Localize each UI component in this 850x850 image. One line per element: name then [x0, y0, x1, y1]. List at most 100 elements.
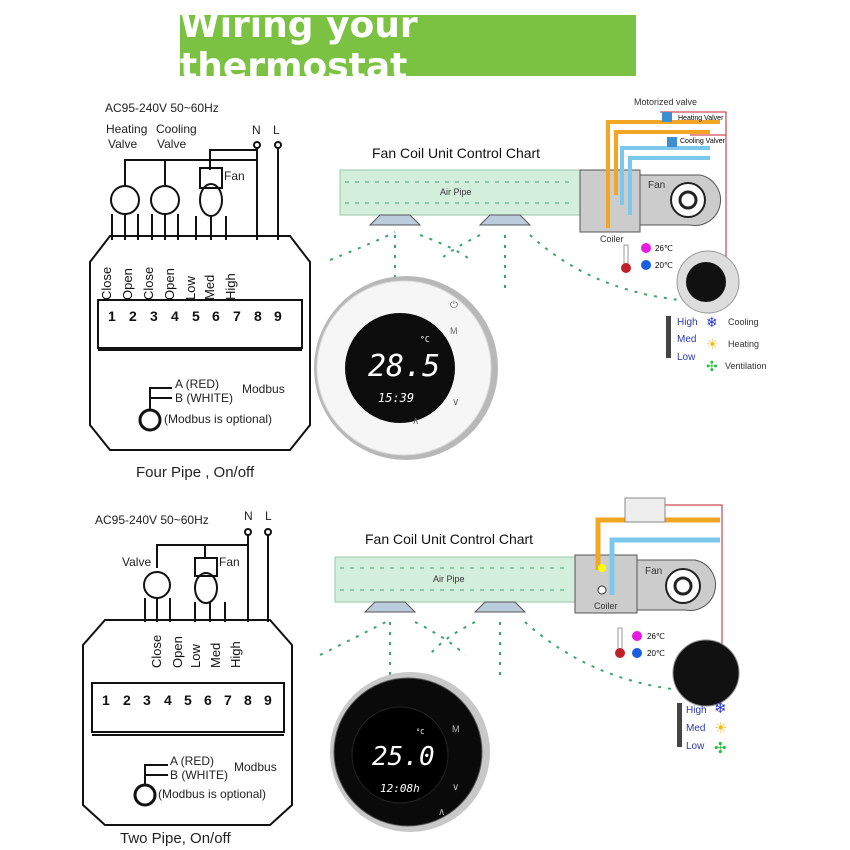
- coil-unit: [574, 554, 638, 614]
- thermostat-black: 25.0 °C 12:08h M ∨ ∧: [330, 672, 490, 832]
- menu-button[interactable]: M: [452, 724, 460, 734]
- terminal-number: 2: [123, 692, 131, 708]
- terminal-label: High: [228, 641, 243, 668]
- terminal-label: Open: [170, 636, 185, 668]
- terminal-number: 5: [184, 692, 192, 708]
- mini-thermostat: [672, 639, 740, 707]
- ventilation-icon: ✣: [706, 358, 718, 374]
- menu-button[interactable]: M: [450, 326, 458, 336]
- modbus-a: A (RED): [170, 754, 214, 768]
- terminal-number: 7: [224, 692, 232, 708]
- terminal-number: 4: [171, 308, 179, 324]
- terminal-label: Close: [149, 635, 164, 668]
- cooling-valve-label-2: Valve: [157, 137, 186, 151]
- down-button[interactable]: ∨: [452, 782, 459, 793]
- modbus-label: Modbus: [242, 382, 285, 396]
- neutral-label: N: [252, 123, 261, 137]
- speed-med: Med: [686, 723, 705, 734]
- modbus-b: B (WHITE): [175, 391, 233, 405]
- hot-temp: 26℃: [655, 244, 673, 253]
- cooling-valve-tag: Cooling Valver: [680, 138, 726, 145]
- airflow-arrows: [329, 231, 681, 301]
- cold-temp: 20℃: [655, 261, 673, 270]
- display-time: 12:08h: [380, 782, 420, 795]
- modbus-note: (Modbus is optional): [158, 787, 266, 801]
- fan-unit-label: Fan: [645, 566, 662, 577]
- terminal-number: 2: [129, 308, 137, 324]
- panel-two-pipe: AC95-240V 50~60Hz N L Valve Fan Close Op…: [82, 497, 740, 847]
- speed-low: Low: [677, 352, 696, 363]
- thermometer-icon: [617, 627, 623, 651]
- speed-bar: [666, 316, 671, 358]
- up-button[interactable]: ∧: [412, 416, 419, 427]
- valve-label: Valve: [122, 555, 151, 569]
- up-button[interactable]: ∧: [438, 807, 445, 818]
- hot-dot: [641, 243, 651, 253]
- control-wire: [660, 504, 723, 660]
- cold-dot: [632, 648, 642, 658]
- live-label: L: [265, 509, 272, 523]
- heating-valve-icon: [662, 112, 672, 122]
- terminal-number: 3: [143, 692, 151, 708]
- airflow-arrows: [319, 619, 681, 691]
- water-pipes: [595, 517, 720, 595]
- heating-valve-tag: Heating Valver: [678, 115, 724, 122]
- heating-valve-label: Heating: [106, 122, 147, 136]
- modbus-note: (Modbus is optional): [164, 412, 272, 426]
- caption: Two Pipe, On/off: [120, 830, 231, 847]
- terminal-label: Close: [99, 267, 114, 300]
- chart-title: Fan Coil Unit Control Chart: [372, 145, 540, 161]
- heating-valve-label-2: Valve: [108, 137, 137, 151]
- speed-high: High: [677, 317, 698, 328]
- caption: Four Pipe , On/off: [136, 464, 255, 481]
- cold-temp: 20℃: [647, 649, 665, 658]
- terminal-label: Close: [141, 267, 156, 300]
- display-time: 15:39: [378, 391, 414, 405]
- terminal-numbers: 1 2 3 4 5 6 7 8 9: [102, 692, 272, 708]
- terminal-number: 1: [108, 308, 116, 324]
- terminal-number: 9: [274, 308, 282, 324]
- motorized-valve-label: Motorized valve: [634, 97, 697, 107]
- terminal-labels: Close Open Close Open Low Med High: [99, 267, 238, 300]
- modbus-label: Modbus: [234, 760, 277, 774]
- power-button[interactable]: ⏻: [450, 300, 458, 311]
- modbus-b: B (WHITE): [170, 768, 228, 782]
- display-temp: 25.0: [372, 742, 435, 772]
- control-wire: [660, 111, 727, 275]
- display-temp: 28.5: [368, 349, 440, 384]
- coiler-label: Coiler: [600, 234, 624, 244]
- power-spec: AC95-240V 50~60Hz: [105, 101, 219, 115]
- terminal-labels: Close Open Low Med High: [149, 635, 243, 668]
- cold-dot: [641, 260, 651, 270]
- terminal-number: 8: [244, 692, 252, 708]
- mode-heating: Heating: [728, 339, 759, 349]
- sun-icon: ☀: [714, 720, 727, 737]
- terminal-number: 6: [212, 308, 220, 324]
- terminal-label: Low: [188, 644, 203, 668]
- fan-unit-label: Fan: [648, 180, 665, 191]
- speed-high: High: [686, 705, 707, 716]
- cooling-valve-label: Cooling: [156, 122, 197, 136]
- valve-icon: [624, 497, 666, 523]
- speed-med: Med: [677, 334, 696, 345]
- wires: [89, 141, 311, 451]
- water-pipes: [606, 120, 720, 228]
- mode-ventilation: Ventilation: [725, 361, 767, 371]
- cooling-valve-icon: [667, 137, 677, 147]
- terminal-label: Med: [202, 275, 217, 300]
- neutral-label: N: [244, 509, 253, 523]
- fan-label: Fan: [219, 555, 240, 569]
- fan-label: Fan: [224, 169, 245, 183]
- down-button[interactable]: ∨: [452, 397, 459, 408]
- fan-icon: [665, 568, 701, 604]
- sun-icon: ☀: [706, 336, 719, 352]
- terminal-label: Open: [162, 268, 177, 300]
- speed-bar: [677, 703, 682, 747]
- thermostat-white: 28.5 °C 15:39 M ∨ ∧ ⏻: [314, 276, 498, 460]
- chart-title: Fan Coil Unit Control Chart: [365, 531, 533, 547]
- terminal-label: Open: [120, 268, 135, 300]
- live-label: L: [273, 123, 280, 137]
- modbus-a: A (RED): [175, 377, 219, 391]
- thermometer-icon: [623, 244, 629, 266]
